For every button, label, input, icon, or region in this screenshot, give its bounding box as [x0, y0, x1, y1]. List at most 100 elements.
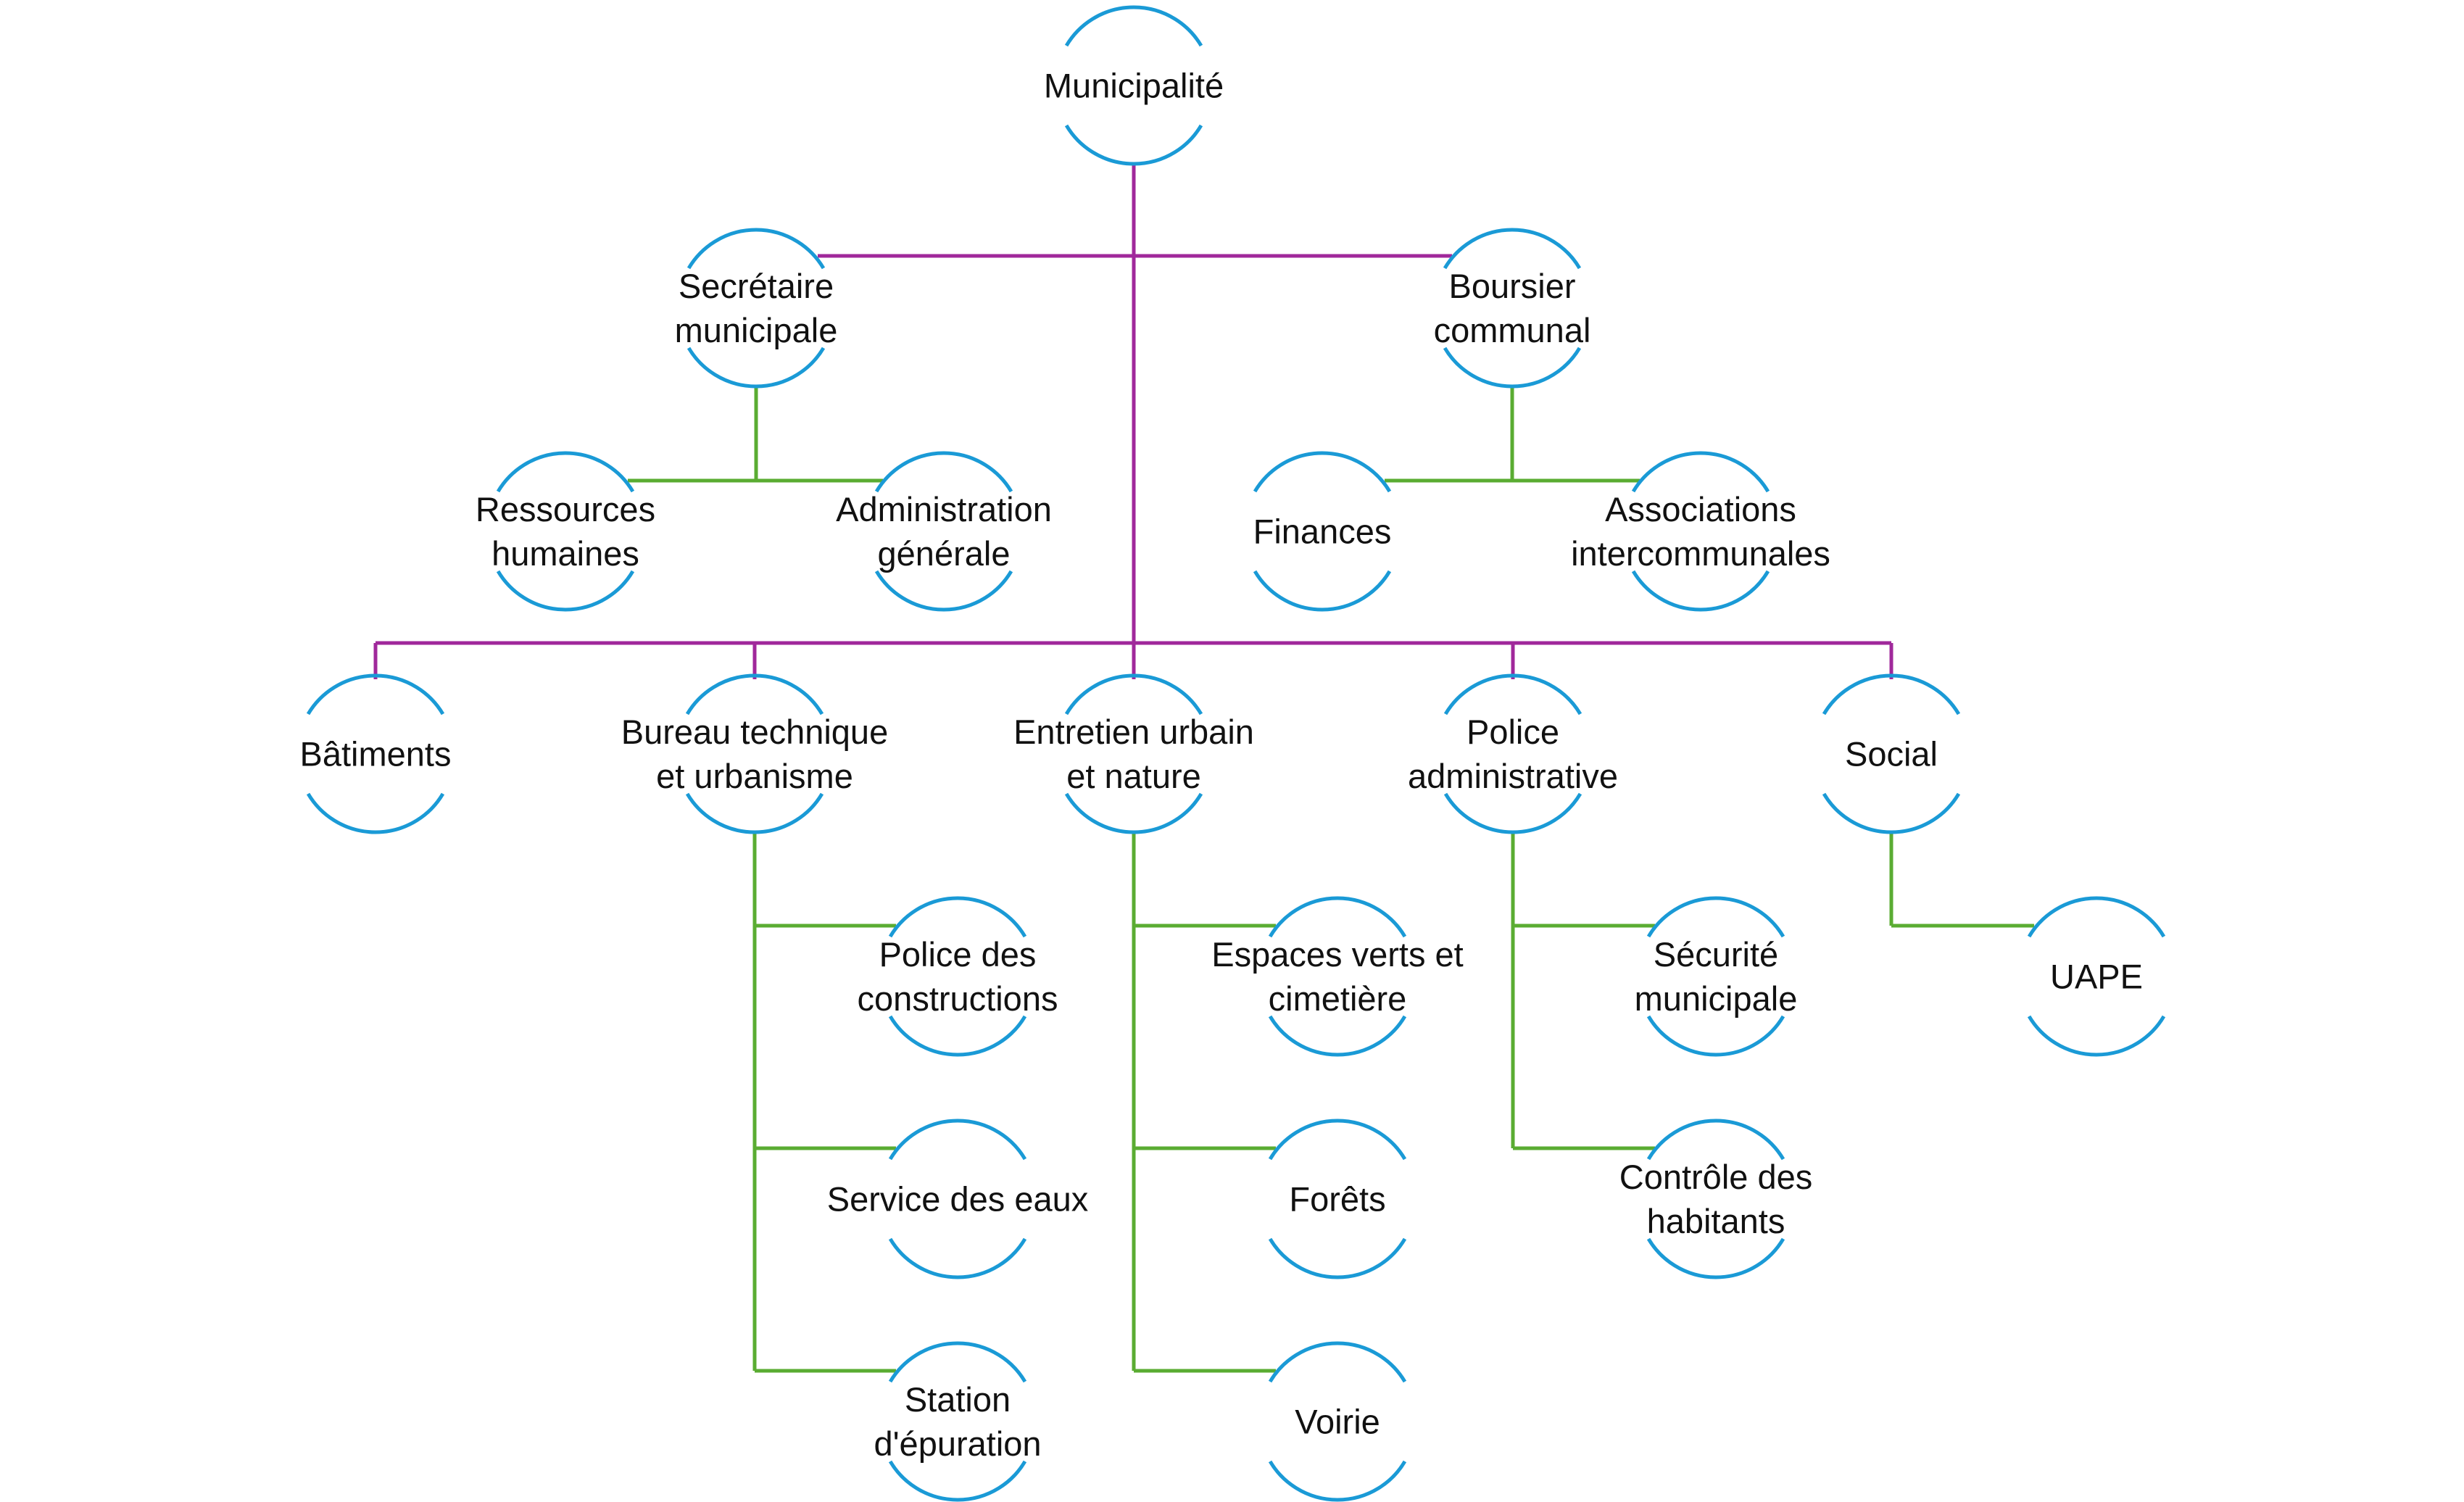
node-label: Social [1845, 735, 1938, 773]
node-top-arc [888, 1341, 1027, 1383]
node-label: Police [1467, 713, 1559, 751]
node-background [705, 268, 807, 348]
node-background [907, 1159, 1008, 1239]
node-bottom-arc [1646, 1237, 1785, 1279]
node-bottom-arc [888, 1237, 1027, 1279]
node-top-arc [685, 673, 824, 715]
node-bottom-arc [1646, 1015, 1785, 1057]
node-bottom-arc [1443, 792, 1582, 834]
node-top-arc [2027, 896, 2166, 938]
node-bottom-arc [685, 792, 824, 834]
node-label: Police des [879, 935, 1037, 974]
node-label: municipale [1635, 979, 1798, 1018]
node-bottom-arc [1631, 570, 1770, 612]
node-label: intercommunales [1571, 534, 1830, 573]
node-label: communal [1434, 311, 1591, 349]
node-secretaire: Secrétaire municipale [675, 228, 838, 389]
node-label: Administration [836, 490, 1052, 528]
node-background [2046, 937, 2147, 1016]
node-label: UAPE [2050, 958, 2143, 996]
node-label: Boursier [1448, 267, 1575, 305]
node-label: Sécurité [1654, 935, 1778, 974]
node-bureau-tech: Bureau technique et urbanisme [621, 673, 888, 834]
node-label: Bureau technique [621, 713, 888, 751]
node-admin-gen: Administration générale [836, 451, 1052, 612]
node-background [1287, 1159, 1388, 1239]
node-label: Voirie [1295, 1403, 1380, 1441]
node-bottom-arc [1064, 792, 1203, 834]
node-top-arc [1268, 1119, 1407, 1161]
node-bottom-arc [1268, 1015, 1407, 1057]
node-top-arc [686, 228, 826, 270]
node-label: Finances [1253, 513, 1392, 551]
node-bottom-arc [1268, 1460, 1407, 1502]
node-top-arc [1631, 451, 1770, 493]
node-label: Municipalité [1044, 67, 1224, 105]
node-finances: Finances [1253, 451, 1392, 612]
node-top-arc [306, 673, 445, 715]
node-background [1461, 268, 1563, 348]
node-bottom-arc [1443, 347, 1582, 389]
node-police-admin: Police administrative [1408, 673, 1618, 834]
node-associations: Associations intercommunales [1571, 451, 1830, 612]
node-background [1841, 714, 1942, 794]
node-background [1665, 937, 1767, 1016]
node-bottom-arc [1822, 792, 1961, 834]
node-label: et nature [1066, 757, 1201, 795]
node-boursier: Boursier communal [1434, 228, 1591, 389]
node-batiments: Bâtiments [300, 673, 452, 834]
node-background [907, 1382, 1008, 1461]
node-label: générale [878, 534, 1011, 573]
node-background [1272, 491, 1373, 571]
node-bottom-arc [306, 792, 445, 834]
node-bottom-arc [496, 570, 635, 612]
node-forets: Forêts [1268, 1119, 1407, 1279]
node-background [1665, 1159, 1767, 1239]
node-service-eaux: Service des eaux [827, 1119, 1088, 1279]
connector-lines [373, 165, 2034, 1373]
node-top-arc [1646, 1119, 1785, 1161]
node-label: constructions [858, 979, 1058, 1018]
node-background [893, 491, 995, 571]
node-label: cimetière [1269, 979, 1407, 1018]
node-top-arc [1822, 673, 1961, 715]
node-espaces-verts: Espaces verts et cimetière [1211, 896, 1464, 1057]
node-label: administrative [1408, 757, 1618, 795]
node-bottom-arc [888, 1460, 1027, 1502]
node-label: Forêts [1289, 1180, 1385, 1219]
node-top-arc [1253, 451, 1392, 493]
node-background [1287, 937, 1388, 1016]
node-bottom-arc [2027, 1015, 2166, 1057]
node-background [704, 714, 805, 794]
node-top-arc [874, 451, 1013, 493]
node-bottom-arc [1253, 570, 1392, 612]
node-municipalite: Municipalité [1044, 5, 1224, 166]
node-uape: UAPE [2027, 896, 2166, 1057]
node-top-arc [496, 451, 635, 493]
node-securite: Sécurité municipale [1635, 896, 1798, 1057]
node-top-arc [888, 1119, 1027, 1161]
node-label: Secrétaire [679, 267, 834, 305]
node-bottom-arc [888, 1015, 1027, 1057]
node-background [1650, 491, 1751, 571]
node-background [1083, 714, 1185, 794]
node-bottom-arc [874, 570, 1013, 612]
node-label: Associations [1605, 490, 1796, 528]
node-label: Bâtiments [300, 735, 452, 773]
node-background [325, 714, 426, 794]
node-social: Social [1822, 673, 1961, 834]
node-top-arc [1268, 1341, 1407, 1383]
node-top-arc [888, 896, 1027, 938]
node-label: Station [905, 1380, 1011, 1419]
node-top-arc [1064, 5, 1203, 47]
node-label: Ressources [476, 490, 655, 528]
node-label: Espaces verts et [1211, 935, 1463, 974]
node-label: municipale [675, 311, 838, 349]
node-label: et urbanisme [656, 757, 853, 795]
node-background [907, 937, 1008, 1016]
node-top-arc [1064, 673, 1203, 715]
